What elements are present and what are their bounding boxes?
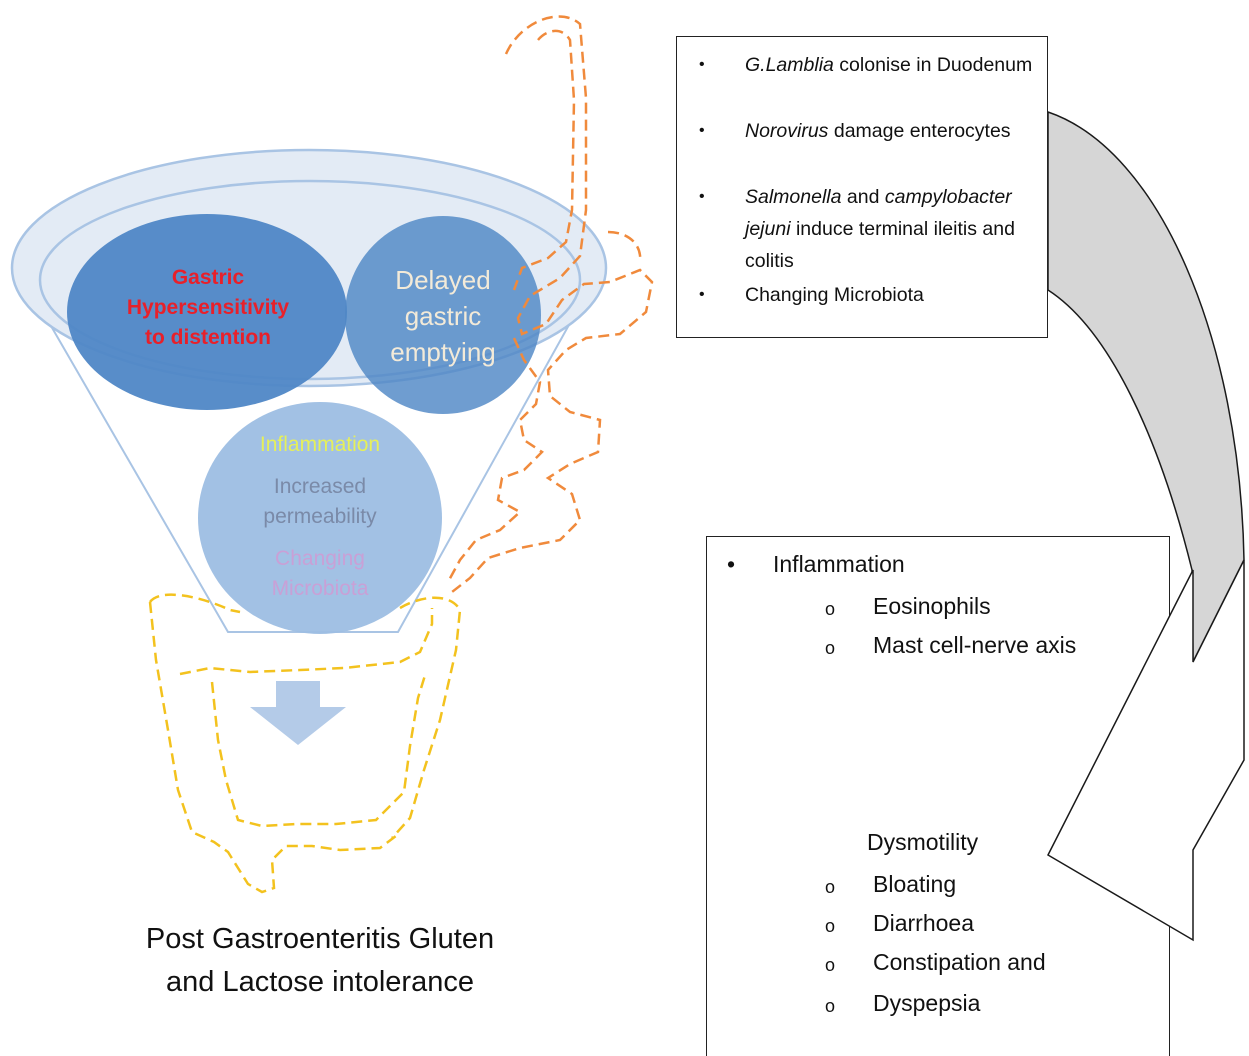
pathogen-item: • Salmonella and campylobacter jejuni in…	[677, 181, 1033, 277]
result-line-1: Post Gastroenteritis Gluten	[145, 923, 495, 955]
result-title: Post Gastroenteritis Gluten and Lactose …	[90, 918, 550, 1004]
pathogen-item: • G.Lamblia colonise in Duodenum	[677, 49, 1033, 113]
gastric-line-2: Hypersensitivity	[126, 296, 290, 319]
pathogen-text: colonise in Duodenum	[833, 54, 1033, 76]
delayed-emptying-label: Delayed gastric emptying	[363, 262, 523, 370]
pathogen-text: damage enterocytes	[828, 120, 1011, 142]
mechanisms-label: Inflammation Increased permeability Chan…	[200, 430, 440, 604]
sub-bullet-icon: o	[825, 599, 836, 619]
pathogen-italic: G.Lamblia	[745, 54, 834, 76]
dysmotility-label: Dysmotility	[867, 829, 979, 855]
bullet-icon: •	[727, 551, 736, 577]
gastric-line-3: to distention	[145, 326, 271, 349]
inflammation-heading: Inflammation	[773, 551, 905, 577]
duodenum-outline	[446, 15, 654, 593]
permeability-line-1: Increased	[273, 475, 367, 498]
microbiota-line-1: Changing	[275, 547, 365, 570]
bullet-icon: •	[699, 286, 705, 303]
symptom-item: Constipation and	[873, 949, 1046, 975]
pathogen-list: • G.Lamblia colonise in Duodenum • Norov…	[677, 49, 1033, 311]
sub-bullet-icon: o	[825, 955, 836, 975]
pathogen-italic: Salmonella	[745, 186, 842, 208]
inflammation-item: Eosinophils	[873, 593, 991, 619]
sub-bullet-icon: o	[825, 638, 836, 658]
bullet-icon: •	[699, 122, 705, 139]
pathogen-italic: Norovirus	[745, 120, 829, 142]
symptom-item: Diarrhoea	[873, 910, 974, 936]
gastric-line-1: Gastric	[171, 266, 245, 289]
symptom-box: • Inflammation o Eosinophils o Mast cell…	[706, 536, 1170, 1056]
result-line-2: and Lactose intolerance	[166, 966, 474, 998]
delayed-line-1: Delayed	[395, 265, 491, 295]
curved-arrow	[1047, 110, 1245, 663]
gastric-hypersensitivity-label: Gastric Hypersensitivity to distention	[88, 263, 328, 353]
pathogen-item: • Changing Microbiota	[677, 279, 1033, 311]
funnel-rim-inner	[38, 179, 582, 381]
inflammation-item: Mast cell-nerve axis	[873, 632, 1077, 658]
microbiota-line-2: Microbiota	[271, 577, 369, 600]
pathogen-italic-2: campylobacter jejuni	[745, 186, 1012, 240]
pathogen-text: and	[841, 186, 885, 208]
sub-bullet-icon: o	[825, 996, 836, 1016]
sub-bullet-icon: o	[825, 877, 836, 897]
colon-outline	[148, 593, 462, 894]
pathogen-box: • G.Lamblia colonise in Duodenum • Norov…	[676, 36, 1048, 338]
delayed-line-2: gastric	[404, 301, 482, 331]
pathogen-item: • Norovirus damage enterocytes	[677, 115, 1033, 179]
delayed-line-3: emptying	[390, 337, 496, 367]
pathogen-text: Changing Microbiota	[745, 284, 924, 306]
curved-arrow-body	[1047, 110, 1245, 663]
permeability-line-2: permeability	[263, 505, 377, 528]
symptom-item: Bloating	[873, 871, 957, 897]
circle-gastric-hypersensitivity	[67, 214, 347, 410]
bullet-icon: •	[699, 56, 705, 73]
down-arrow-shape	[250, 681, 346, 745]
symptom-item: Dyspepsia	[873, 990, 981, 1016]
circle-mechanisms	[198, 402, 442, 634]
circle-delayed-emptying	[345, 216, 541, 414]
bullet-icon: •	[699, 188, 705, 205]
pathogen-text-2: induce terminal ileitis and colitis	[745, 218, 1015, 272]
sub-bullet-icon: o	[825, 916, 836, 936]
inflammation-text: Inflammation	[259, 433, 381, 456]
